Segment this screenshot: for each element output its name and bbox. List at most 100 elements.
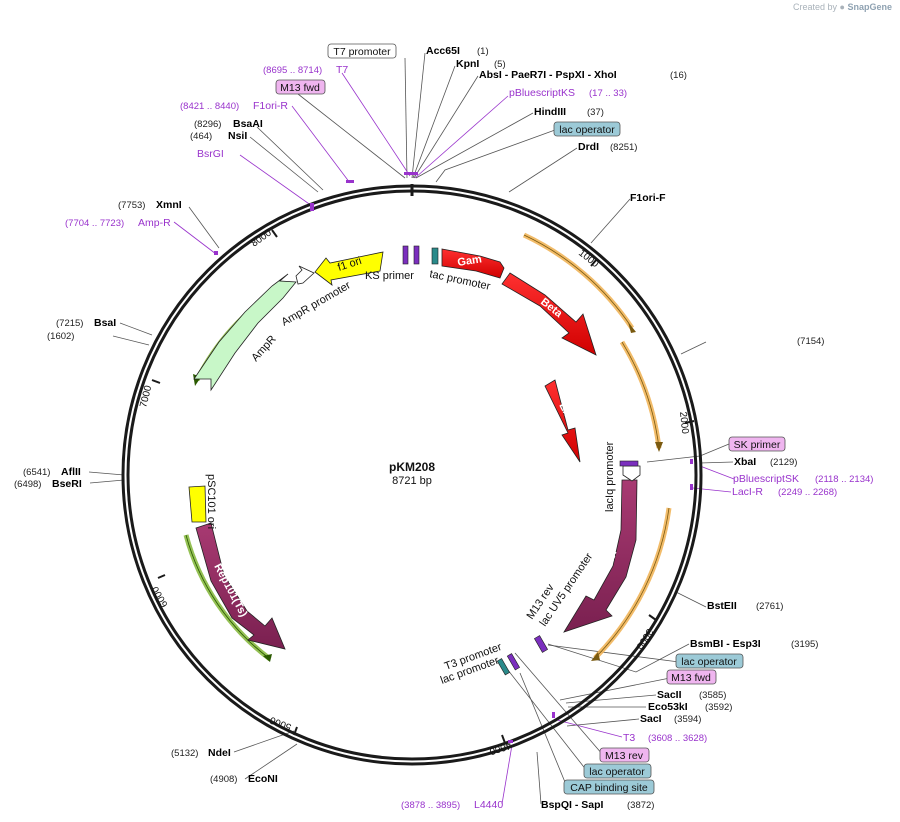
feature-label-laci: lacI — [602, 549, 619, 570]
enzyme-agei-group[interactable]: (7154) — [0, 0, 824, 347]
enzyme-hindiii[interactable]: HindIII (37) — [534, 106, 604, 118]
enzyme-position: (6541) — [23, 467, 50, 478]
enzyme-bsaai[interactable]: (8296) BsaAI — [194, 118, 263, 130]
enzyme-bsrgi[interactable]: F1ori-F — [630, 192, 666, 204]
enzyme-name: Eco53kI — [648, 701, 688, 713]
enzyme-position: (8296) — [194, 119, 221, 130]
primer-f1ori-r[interactable]: (8421 .. 8440) F1ori-R — [180, 100, 288, 112]
label-psc101-ori: pSC101 ori — [205, 474, 217, 529]
label-m13-fwd-mid[interactable]: M13 fwd — [666, 669, 717, 685]
enzyme-position: (6498) — [14, 479, 41, 490]
enzyme-position: (7154) — [797, 336, 824, 347]
orf-arc-rep101-core — [185, 534, 271, 660]
primer-t3[interactable]: T3 (3608 .. 3628) — [623, 732, 707, 744]
primer-range: (2249 .. 2268) — [778, 487, 837, 498]
label-lac-operator-bottom[interactable]: lac operator — [583, 763, 652, 779]
label-cap-binding-site[interactable]: CAP binding site — [563, 779, 655, 795]
boxed-label-text: M13 rev — [605, 750, 644, 762]
label-m13-fwd-top[interactable]: M13 fwd — [275, 79, 326, 95]
tick-label: 5000 — [268, 714, 293, 733]
orf-arc-arrowhead — [591, 652, 600, 661]
orf-arc-arrowhead — [263, 654, 272, 662]
enzyme-drdi[interactable]: (464) NsiI — [190, 130, 247, 142]
enzyme-name: - SapI — [575, 799, 604, 811]
enzyme-name: AbsI — [479, 69, 502, 81]
enzyme-bsteii[interactable]: BstEII (2761) — [707, 600, 783, 612]
label-t7-promoter[interactable]: T7 promoter — [327, 43, 397, 59]
enzyme-xmni[interactable]: (7753) XmnI — [118, 199, 182, 211]
enzyme-absi-group[interactable]: AbsI - PaeR7I - PspXI - XhoI (16) — [479, 69, 687, 81]
primer-t7[interactable]: (8695 .. 8714) T7 — [263, 64, 348, 76]
feature-ampr-promoter[interactable] — [295, 265, 315, 285]
primer-range: (3878 .. 3895) — [401, 800, 460, 811]
enzyme-ahdi[interactable]: (1602) — [47, 331, 74, 342]
primer-f1ori-f[interactable]: BsrGI — [197, 148, 224, 160]
orf-arc-laci-core — [594, 507, 670, 659]
primer-pbluescriptsk[interactable]: pBluescriptSK (2118 .. 2134) — [733, 473, 873, 485]
primer-name: T3 — [623, 732, 635, 744]
enzyme-aflii[interactable]: (6541) AflII — [23, 466, 81, 478]
enzyme-kpni[interactable]: KpnI (5) — [456, 58, 506, 70]
boxed-label-text: lac operator — [559, 124, 615, 136]
feature-rep101[interactable] — [195, 522, 286, 650]
enzyme-bspqi-group[interactable]: BspQI - SapI (3872) — [541, 799, 654, 811]
boxed-label-text: lac operator — [589, 766, 645, 778]
label-m13-rev[interactable]: M13 rev — [599, 747, 650, 763]
primer-name: Amp-R — [138, 217, 171, 229]
orf-arc-exo-core — [621, 341, 660, 449]
primer-amp-r[interactable]: (7704 .. 7723) Amp-R — [65, 217, 171, 229]
enzyme-name: NsiI — [228, 130, 247, 142]
enzyme-position: (7215) — [56, 318, 83, 329]
boxed-label-text: M13 fwd — [671, 672, 711, 684]
enzyme-acc65i[interactable]: Acc65I (1) — [426, 45, 489, 57]
enzyme-ndei[interactable]: (5132) NdeI — [171, 747, 231, 759]
enzyme-name: SacI — [640, 713, 662, 725]
feature-laci[interactable] — [563, 479, 638, 633]
label-lac-operator-mid[interactable]: lac operator — [675, 653, 744, 669]
primer-laci-r[interactable]: LacI-R (2249 .. 2268) — [732, 486, 837, 498]
feature-laciq-promoter[interactable] — [622, 465, 641, 482]
enzyme-name: BspQI — [541, 799, 572, 811]
boxed-label-text: SK primer — [734, 439, 781, 451]
enzyme-name: - PaeR7I — [505, 69, 547, 81]
enzyme-saci[interactable]: SacI (3594) — [640, 713, 701, 725]
enzyme-nsii[interactable]: DrdI (8251) — [578, 141, 637, 153]
feature-beta[interactable] — [501, 272, 597, 356]
feature-exo[interactable] — [544, 379, 581, 463]
feature-ampr[interactable] — [193, 273, 297, 392]
feature-psc101-ori[interactable] — [188, 485, 207, 523]
label-sk-primer[interactable]: SK primer — [728, 436, 786, 452]
feature-f1-ori[interactable] — [314, 251, 384, 286]
orf-arc-arrowhead — [628, 322, 636, 333]
enzyme-name: NdeI — [208, 747, 231, 759]
primer-pbluescriptks[interactable]: pBluescriptKS (17 .. 33) — [509, 87, 627, 99]
enzyme-bseri[interactable]: (6498) BseRI — [14, 478, 82, 490]
enzyme-sacii[interactable]: SacII (3585) — [657, 689, 726, 701]
enzyme-name: AflII — [61, 466, 81, 478]
enzyme-position: (7753) — [118, 200, 145, 211]
label-laciq-promoter: lacIq promoter — [604, 441, 616, 512]
feature-gam[interactable] — [441, 248, 505, 279]
enzyme-bsai[interactable]: (7215) BsaI — [56, 317, 116, 329]
enzyme-eco53ki[interactable]: Eco53kI (3592) — [648, 701, 732, 713]
enzyme-name: DrdI — [578, 141, 599, 153]
enzyme-position: (3594) — [674, 714, 701, 725]
enzyme-xbai[interactable]: XbaI (2129) — [734, 456, 797, 468]
enzyme-position: (3592) — [705, 702, 732, 713]
label-ks-primer: KS primer — [365, 270, 414, 282]
orf-arc-gam-beta — [522, 232, 635, 330]
enzyme-bsmbi-group[interactable]: BsmBI - Esp3I (3195) — [690, 638, 818, 650]
primer-name: LacI-R — [732, 486, 763, 498]
enzyme-name: BstEII — [707, 600, 737, 612]
label-lac-operator-top[interactable]: lac operator — [553, 121, 621, 137]
primer-name: T7 — [336, 64, 348, 76]
enzyme-name: SacII — [657, 689, 682, 701]
primer-name: pBluescriptKS — [509, 87, 575, 99]
enzyme-position: (8251) — [610, 142, 637, 153]
tick-label: 7000 — [138, 384, 154, 409]
primer-range: (7704 .. 7723) — [65, 218, 124, 229]
enzyme-name: XbaI — [734, 456, 756, 468]
enzyme-econi[interactable]: (4908) EcoNI — [210, 773, 278, 785]
scale-ticks — [151, 229, 695, 744]
primer-l4440[interactable]: (3878 .. 3895) L4440 — [401, 799, 503, 811]
